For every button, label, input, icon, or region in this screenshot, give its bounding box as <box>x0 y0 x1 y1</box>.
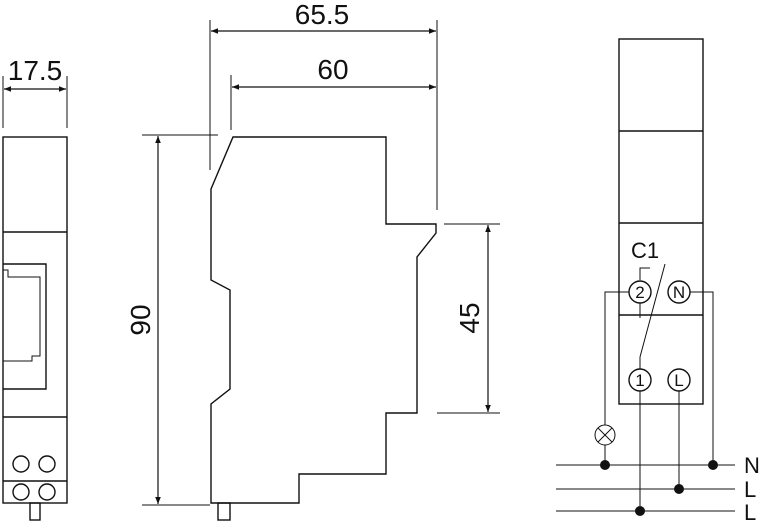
side-foot <box>217 502 231 521</box>
terminal-l-label: L <box>674 371 683 390</box>
wire-terminal-2 <box>604 291 629 425</box>
side-view-outline <box>210 136 437 504</box>
supply-label-l1: L <box>744 477 756 502</box>
side-view: 65.5 60 90 45 <box>125 0 500 521</box>
junction-dot <box>674 484 684 494</box>
wiring-diagram: C1 2 N 1 L N L L <box>556 38 760 523</box>
terminal-2-label: 2 <box>635 283 644 302</box>
supply-label-l2: L <box>744 500 756 523</box>
contact-label: C1 <box>631 238 659 263</box>
height-dimension-label: 90 <box>125 304 156 335</box>
depth-total-dimension-label: 65.5 <box>295 0 350 30</box>
terminal-n-label: N <box>673 283 685 302</box>
junction-dot <box>600 460 610 470</box>
switch-contact <box>639 263 666 358</box>
wire-terminal-n <box>690 291 714 465</box>
screw-icon <box>12 455 30 473</box>
supply-label-n: N <box>744 453 760 478</box>
terminal-1-label: 1 <box>635 371 644 390</box>
junction-dot <box>635 506 645 516</box>
front-window-inner <box>3 269 41 362</box>
depth-dimension-label: 60 <box>317 54 348 85</box>
junction-dot <box>708 460 718 470</box>
device-body <box>618 38 704 405</box>
screw-icon <box>38 483 56 501</box>
front-window <box>3 263 47 390</box>
front-height-dimension-label: 45 <box>454 302 485 333</box>
front-view: 17.5 <box>2 55 68 521</box>
contact-leader <box>639 267 650 280</box>
screw-icon <box>12 483 30 501</box>
screw-icon <box>38 455 56 473</box>
front-foot <box>29 502 41 521</box>
front-view-body <box>2 136 68 504</box>
width-dimension-label: 17.5 <box>8 55 63 86</box>
